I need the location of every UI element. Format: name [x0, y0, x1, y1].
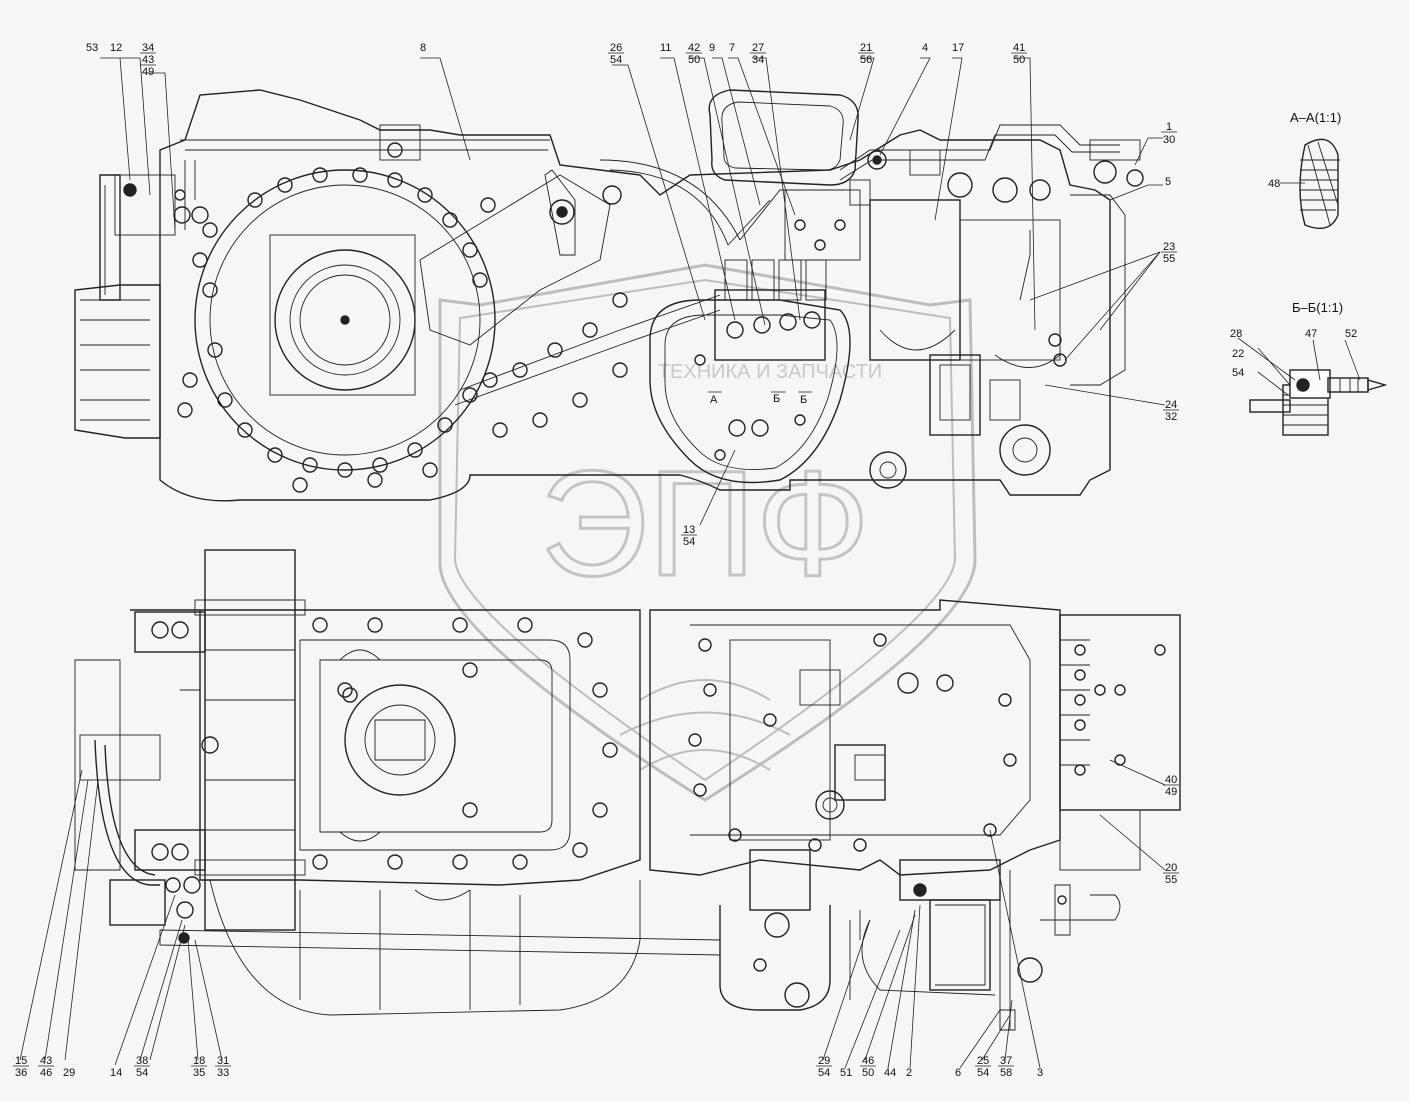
callout-15-36: 36 — [15, 1067, 27, 1079]
leader-lines — [19, 57, 1166, 1069]
watermark: ЭПФ ТЕХНИКА И ЗАПЧАСТИ — [438, 263, 977, 802]
callout-6: 6 — [955, 1067, 961, 1079]
callout-49: 49 — [142, 66, 154, 78]
callout-1-30: 30 — [1163, 134, 1175, 146]
section-cut-marks: А Б Б — [708, 391, 812, 406]
section-mark-a: А — [710, 394, 718, 406]
section-bb-label-52: 52 — [1345, 328, 1357, 340]
callout-43-46: 46 — [40, 1067, 52, 1079]
callout-37: 37 — [1000, 1055, 1012, 1067]
callout-41: 41 — [1013, 42, 1025, 54]
callout-7: 7 — [729, 42, 735, 54]
section-bb-label-54: 54 — [1232, 367, 1244, 379]
callout-21-56: 56 — [860, 54, 872, 66]
top-view-callouts: 53 12 34 43 49 8 26 54 11 42 50 9 7 27 3… — [86, 42, 1177, 548]
callout-4: 4 — [922, 42, 928, 54]
callout-25: 25 — [977, 1055, 989, 1067]
section-bb-title: Б–Б(1:1) — [1292, 300, 1343, 315]
callout-26-54: 54 — [610, 54, 622, 66]
callout-25-54: 54 — [977, 1067, 989, 1079]
callout-51: 51 — [840, 1067, 852, 1079]
callout-3: 3 — [1037, 1067, 1043, 1079]
section-view-bb: Б–Б(1:1) 28 47 52 22 54 — [1230, 300, 1388, 436]
callout-18: 18 — [193, 1055, 205, 1067]
callout-41-50: 50 — [1013, 54, 1025, 66]
callout-20: 20 — [1165, 862, 1177, 874]
callout-13-54: 54 — [683, 536, 695, 548]
callout-5: 5 — [1165, 176, 1171, 188]
callout-20-55: 55 — [1165, 874, 1177, 886]
callout-8: 8 — [420, 42, 426, 54]
callout-27: 27 — [752, 42, 764, 54]
section-aa-label-48: 48 — [1268, 178, 1280, 190]
callout-1: 1 — [1166, 121, 1172, 133]
callout-46-50: 50 — [862, 1067, 874, 1079]
callout-38: 38 — [136, 1055, 148, 1067]
callout-11: 11 — [660, 42, 671, 54]
callout-underlines — [13, 52, 1179, 1067]
callout-17: 17 — [952, 42, 964, 54]
callout-43-b: 43 — [40, 1055, 52, 1067]
callout-29-b: 29 — [63, 1067, 75, 1079]
callout-23: 23 — [1163, 241, 1175, 253]
bottom-view-assembly — [74, 549, 1181, 1031]
callout-9: 9 — [709, 42, 715, 54]
callout-40: 40 — [1165, 774, 1177, 786]
section-bb-label-28: 28 — [1230, 328, 1242, 340]
callout-38-54: 54 — [136, 1067, 148, 1079]
callout-46: 46 — [862, 1055, 874, 1067]
callout-37-58: 58 — [1000, 1067, 1012, 1079]
callout-42: 42 — [688, 42, 700, 54]
callout-18-35: 35 — [193, 1067, 205, 1079]
callout-29-54: 54 — [818, 1067, 830, 1079]
callout-40-49: 49 — [1165, 786, 1177, 798]
callout-12: 12 — [110, 42, 122, 54]
callout-31: 31 — [217, 1055, 229, 1067]
callout-34: 34 — [142, 42, 154, 54]
section-bb-label-22: 22 — [1232, 348, 1244, 360]
section-mark-b-right: Б — [800, 394, 807, 406]
callout-15: 15 — [15, 1055, 27, 1067]
callout-24-32: 32 — [1165, 411, 1177, 423]
callout-21: 21 — [860, 42, 872, 54]
callout-13: 13 — [683, 524, 695, 536]
callout-23-55: 55 — [1163, 253, 1175, 265]
watermark-logo: ЭПФ — [540, 439, 870, 607]
callout-2: 2 — [906, 1067, 912, 1079]
callout-27-34: 34 — [752, 54, 764, 66]
section-mark-b-left: Б — [773, 393, 780, 405]
callout-31-33: 33 — [217, 1067, 229, 1079]
section-bb-label-47: 47 — [1305, 328, 1317, 340]
watermark-company: ТЕХНИКА И ЗАПЧАСТИ — [658, 361, 882, 383]
callout-26: 26 — [610, 42, 622, 54]
callout-14: 14 — [110, 1067, 122, 1079]
callout-24: 24 — [1165, 399, 1177, 411]
section-aa-title: А–А(1:1) — [1290, 110, 1341, 125]
callout-29: 29 — [818, 1055, 830, 1067]
bottom-view-callouts: 15 36 43 46 29 14 38 54 18 35 31 33 29 5… — [15, 774, 1177, 1079]
callout-43: 43 — [142, 54, 154, 66]
section-view-aa: А–А(1:1) 48 — [1268, 110, 1341, 229]
callout-42-50: 50 — [688, 54, 700, 66]
callout-44: 44 — [884, 1067, 896, 1079]
top-view-assembly — [74, 89, 1144, 502]
callout-53: 53 — [86, 42, 98, 54]
